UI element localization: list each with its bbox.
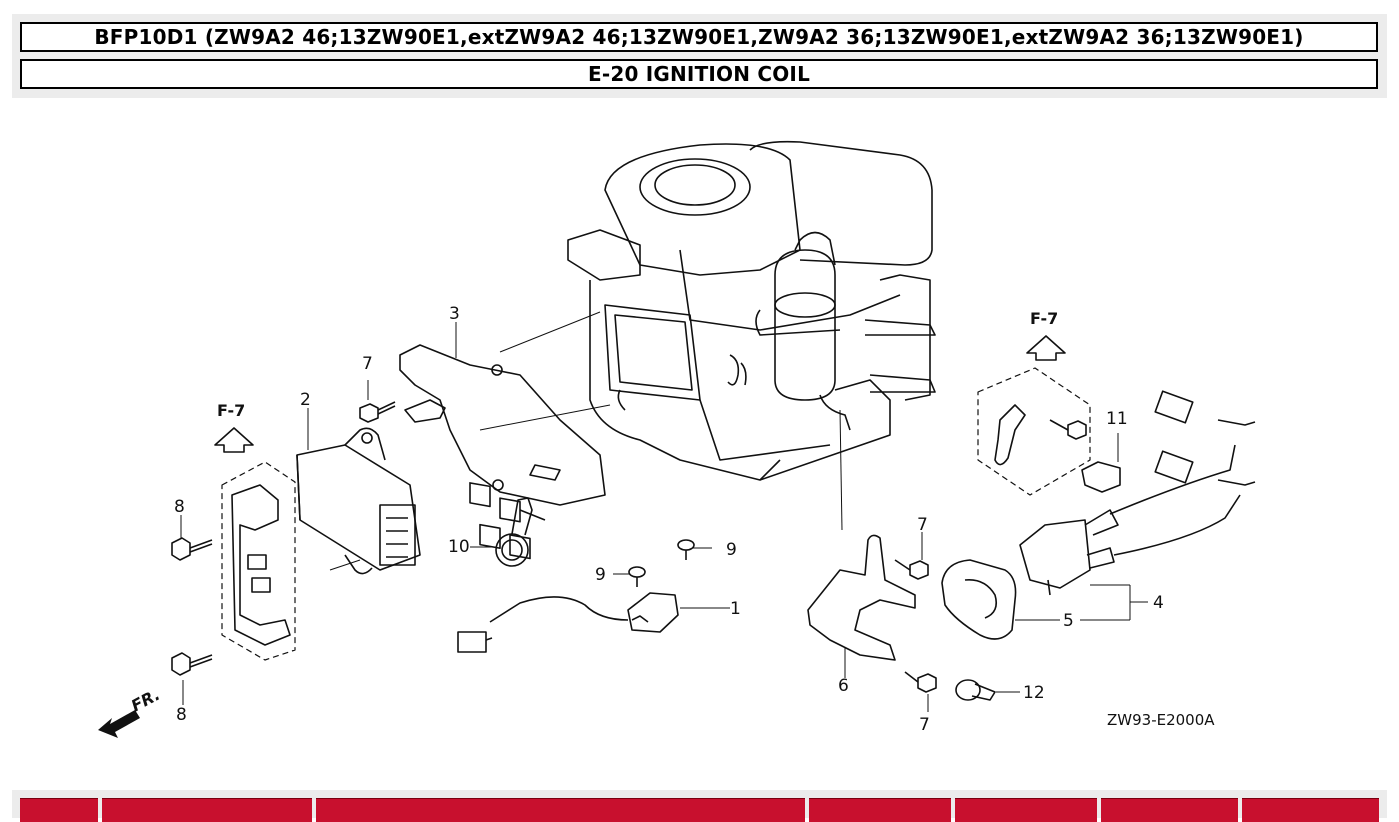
ignition-coil-4	[1019, 390, 1256, 596]
bolt-9-left	[628, 566, 646, 587]
parts-table-col-3[interactable]	[316, 798, 805, 822]
parts-table-col-1[interactable]	[20, 798, 98, 822]
callout-7c: 7	[919, 715, 930, 735]
bolt-7-lower	[904, 671, 937, 693]
ref-label-left: F-7	[217, 401, 245, 420]
callout-7a: 7	[362, 354, 373, 374]
callout-7b: 7	[917, 515, 928, 535]
callout-3: 3	[449, 304, 460, 324]
front-label: FR.	[128, 685, 163, 716]
wire-clip	[994, 404, 1026, 466]
parts-table-col-2[interactable]	[102, 798, 312, 822]
bracket-6	[807, 534, 916, 661]
section-title: E-20 IGNITION COIL	[20, 59, 1378, 89]
ref-label-right: F-7	[1030, 309, 1058, 328]
callout-2: 2	[300, 390, 311, 410]
ref-arrow-left	[214, 427, 254, 453]
callout-9a: 9	[726, 540, 737, 560]
parts-table-col-6[interactable]	[1101, 798, 1238, 822]
bolt-8-lower	[171, 652, 213, 676]
callout-11: 11	[1106, 409, 1128, 429]
ref-arrow-right	[1026, 335, 1066, 361]
parts-table-col-5[interactable]	[955, 798, 1097, 822]
clamp-10	[495, 497, 546, 567]
callout-4: 4	[1153, 593, 1164, 613]
clamp-12	[955, 679, 996, 701]
bracket-8	[231, 484, 291, 646]
front-arrow	[98, 710, 140, 738]
callout-6: 6	[838, 676, 849, 696]
callout-10: 10	[448, 537, 470, 557]
bolt-9-right	[677, 539, 695, 560]
callout-7d: 7	[1090, 385, 1101, 405]
parts-table-col-7[interactable]	[1242, 798, 1379, 822]
callout-8b: 8	[176, 705, 187, 725]
coil-cover-5	[941, 559, 1017, 640]
bracket-3	[399, 344, 606, 560]
clip-11	[1081, 461, 1121, 493]
bolt-right-box	[1049, 419, 1087, 440]
callout-9b: 9	[595, 565, 606, 585]
parts-table-col-4[interactable]	[809, 798, 951, 822]
parts-diagram: 1 2 3 4 5 6 7 7 7 7 8 8 9 9 10 11 12 F-7…	[98, 140, 1256, 738]
callout-8a: 8	[174, 497, 185, 517]
figure-code: ZW93-E2000A	[1107, 711, 1215, 729]
model-title: BFP10D1 (ZW9A2 46;13ZW90E1,extZW9A2 46;1…	[20, 22, 1378, 52]
pulse-generator-1	[457, 592, 679, 653]
callout-12: 12	[1023, 683, 1045, 703]
igniter-module-2	[296, 427, 421, 575]
bolt-7-upper-left	[359, 401, 396, 423]
bolt-8-upper	[171, 537, 213, 561]
engine-drawing	[567, 140, 936, 481]
callout-5: 5	[1063, 611, 1074, 631]
bolt-7-middle	[894, 559, 929, 580]
callout-1: 1	[730, 599, 741, 619]
